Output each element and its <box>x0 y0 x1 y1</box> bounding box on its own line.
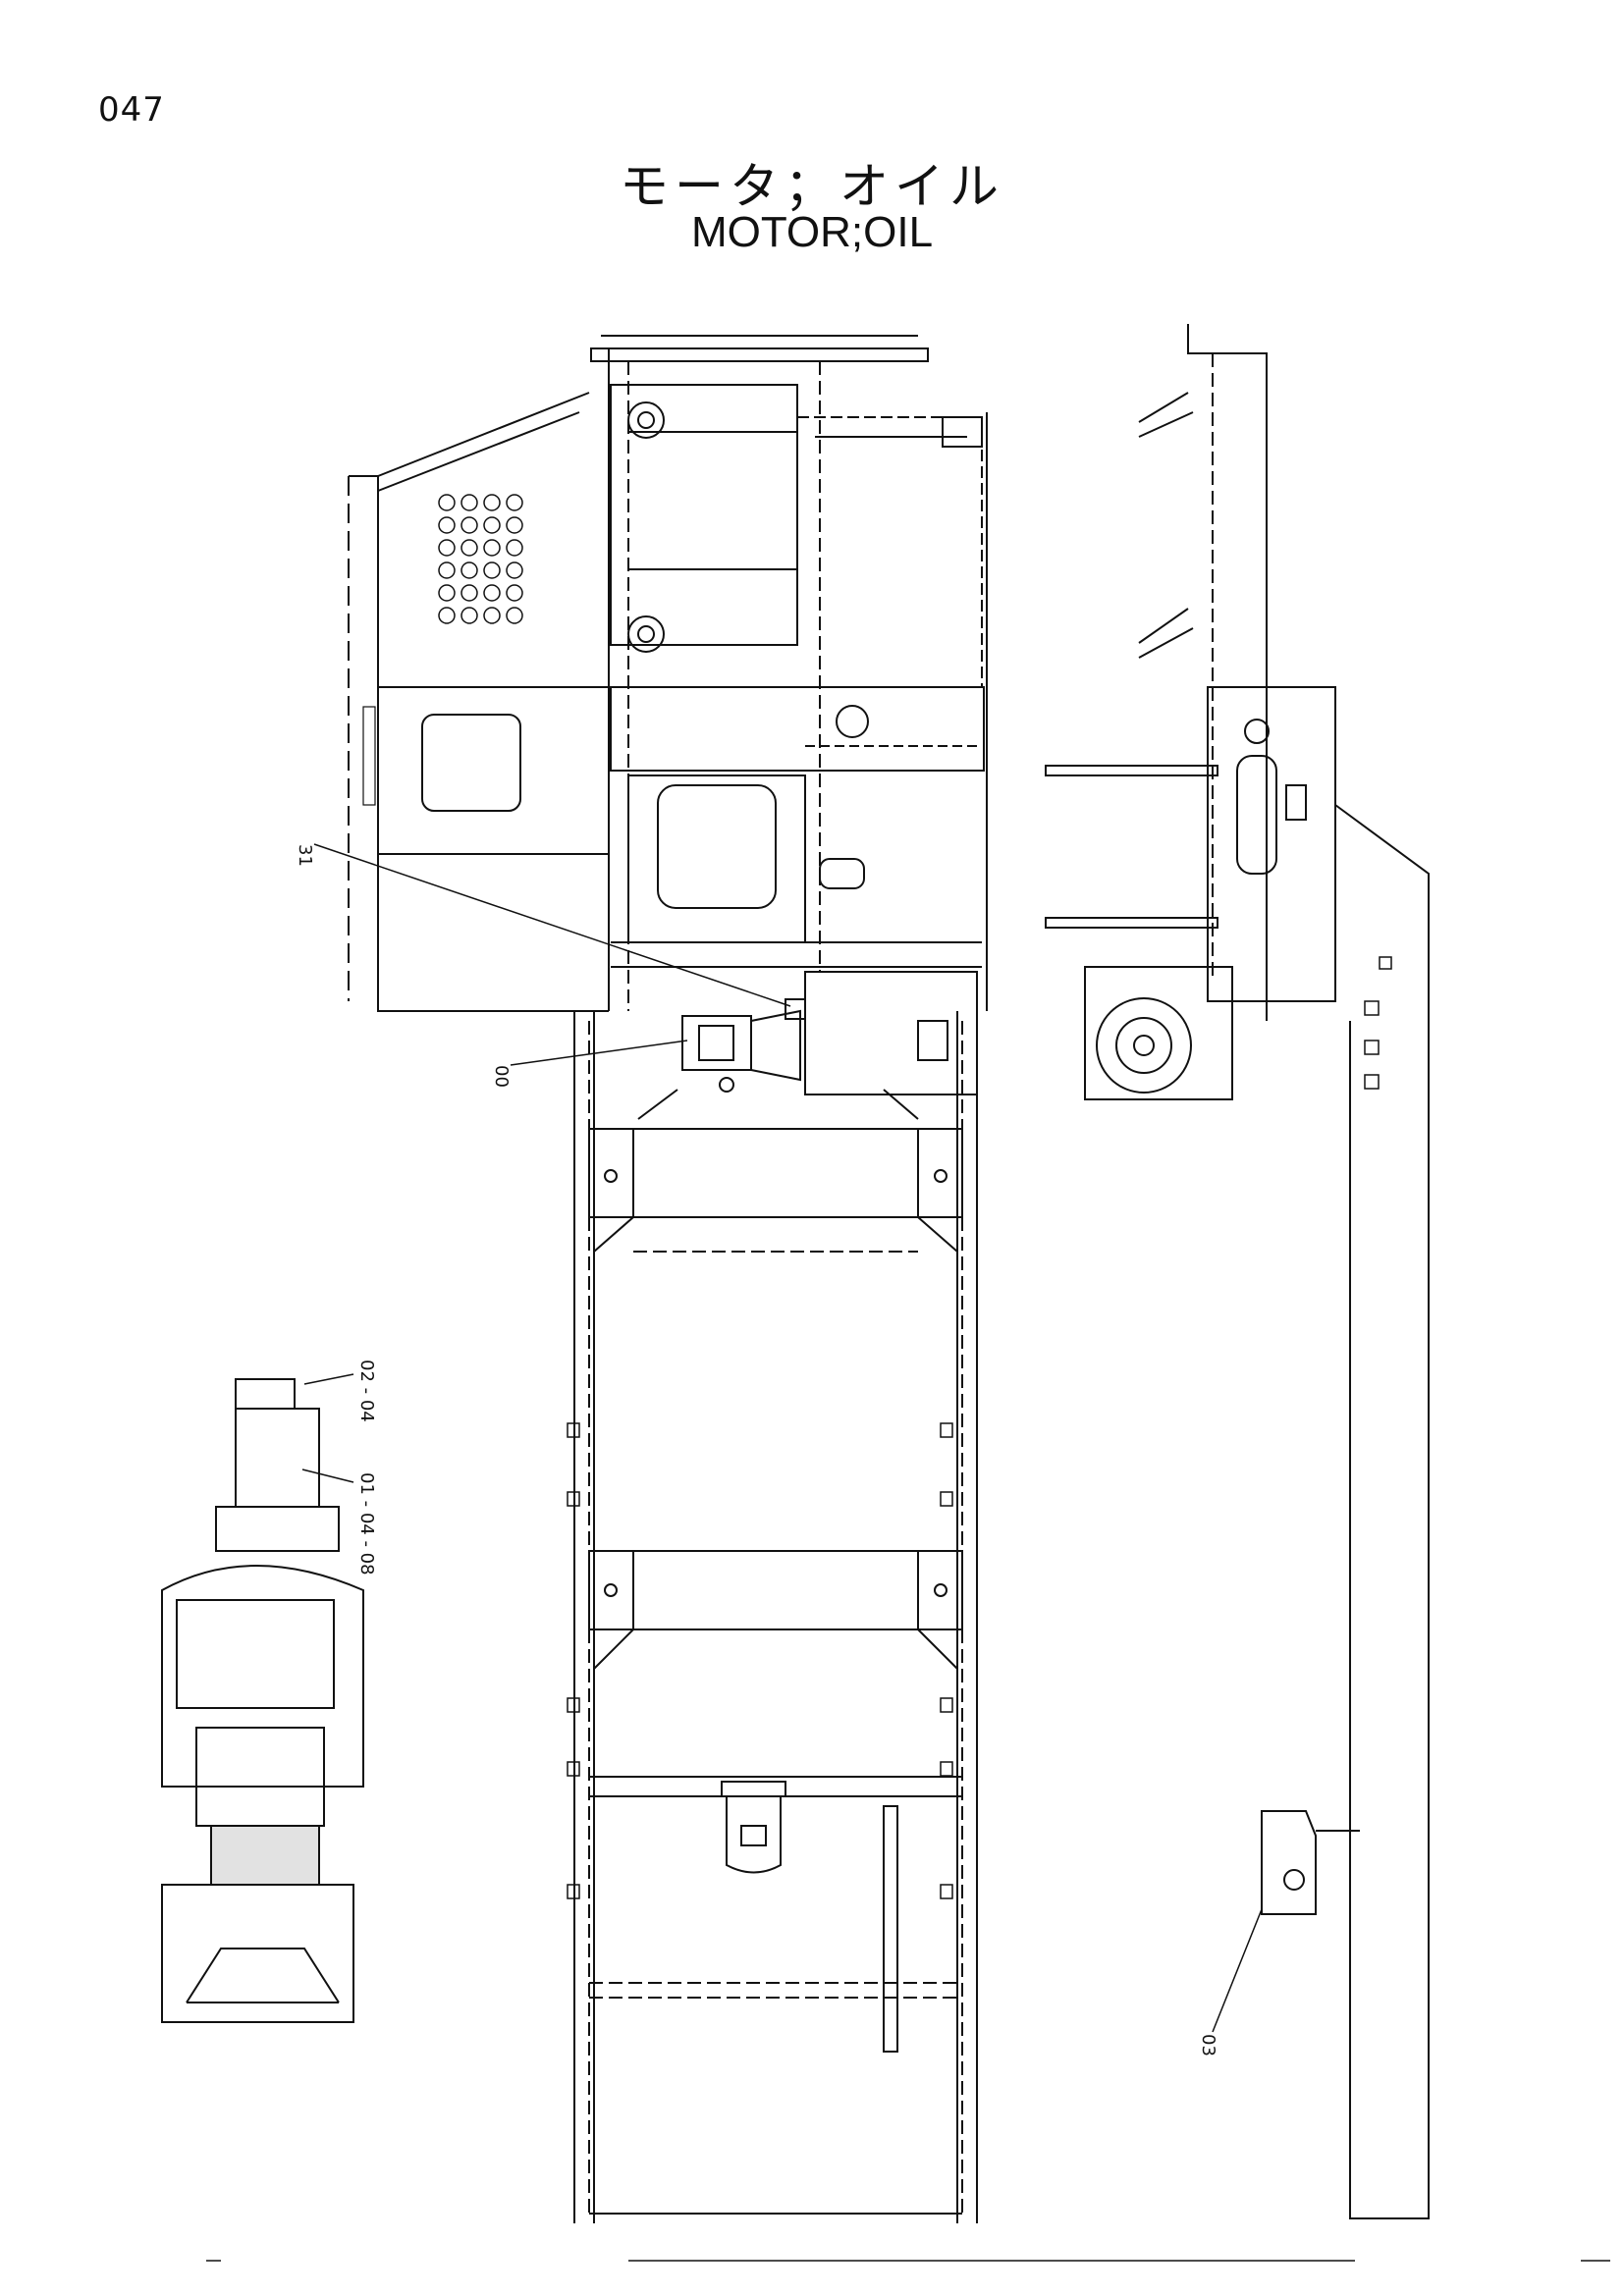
title-english: MOTOR;OIL <box>690 208 934 256</box>
callout-00: 00 <box>491 1065 512 1088</box>
oil-motor-upper <box>681 998 806 1093</box>
plan-view <box>161 1378 364 2023</box>
title-japanese: モータ；オイル <box>620 158 1004 215</box>
callout-02-04: 02 - 04 <box>356 1360 377 1422</box>
page-number: 047 <box>98 90 165 130</box>
main-frame <box>348 335 988 2223</box>
callout-03: 03 <box>1198 2034 1218 2056</box>
callout-01-04-08: 01 - 04 - 08 <box>356 1472 377 1575</box>
vent-grid <box>438 494 523 624</box>
callout-31: 31 <box>295 844 315 867</box>
side-elevation <box>1045 324 1430 2219</box>
